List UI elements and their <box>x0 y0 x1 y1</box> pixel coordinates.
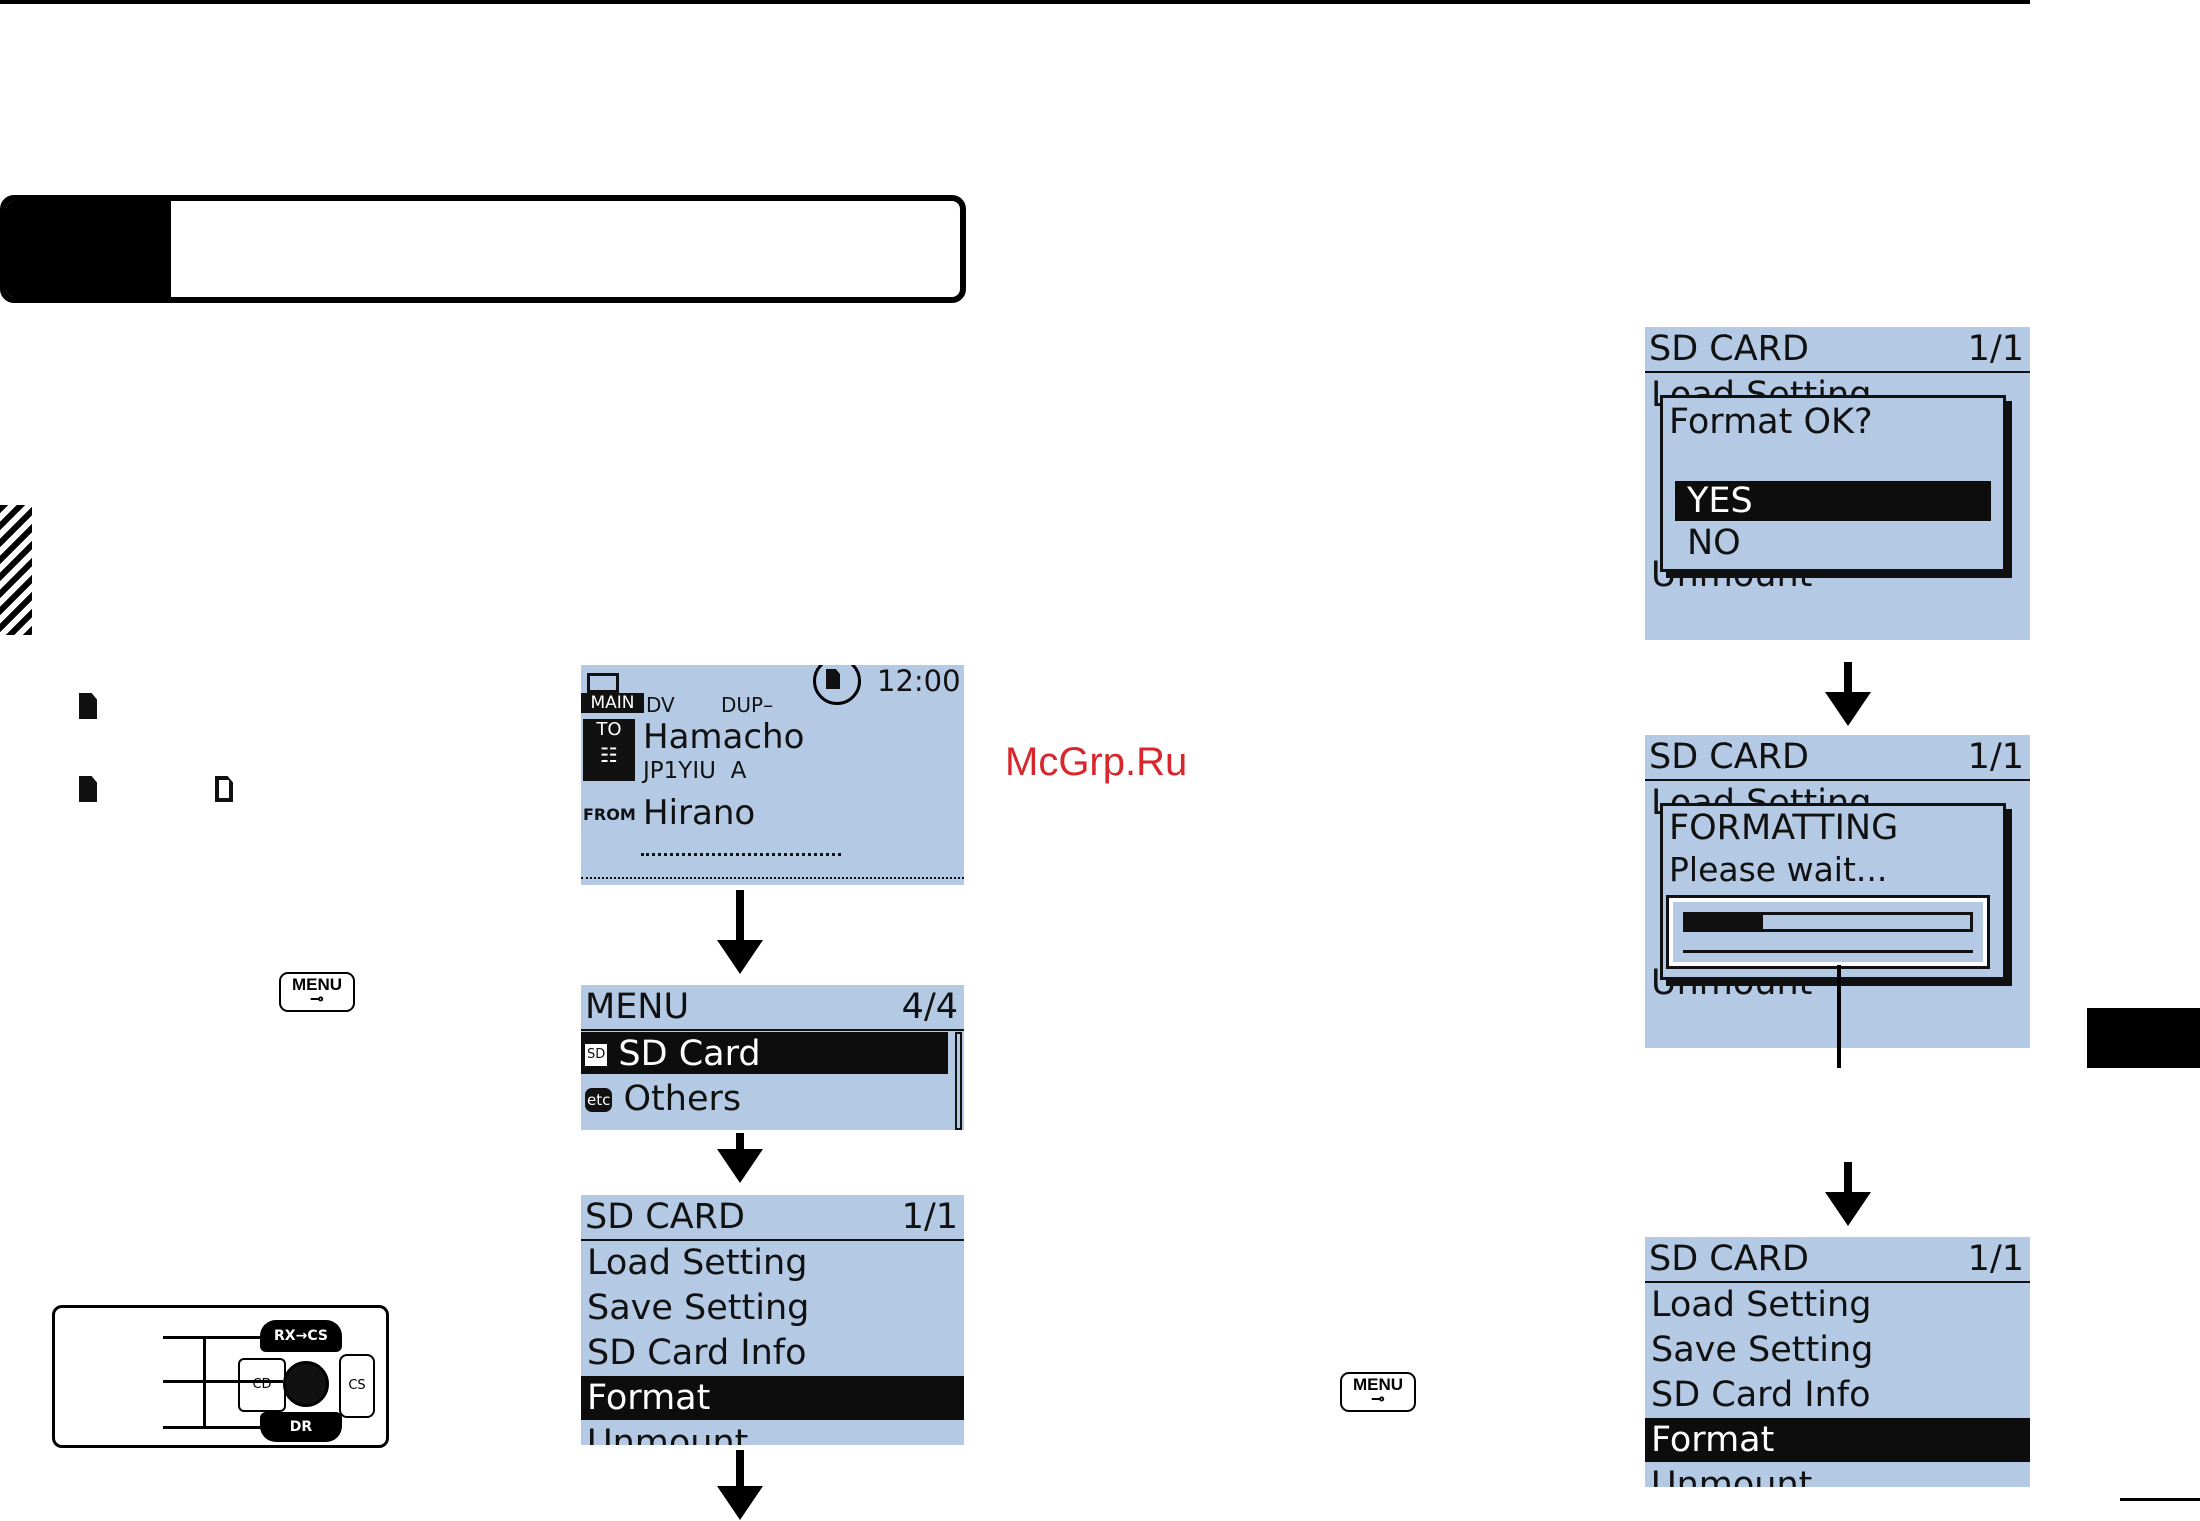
menu-key-icon: MENU ⊸ <box>1340 1372 1416 1412</box>
callout-line-top <box>163 1336 263 1339</box>
to-name-text: Hamacho <box>643 717 805 757</box>
dr-key[interactable]: DR <box>260 1412 342 1442</box>
menu-scrollbar[interactable] <box>955 1032 962 1130</box>
watermark-text: McGrp.Ru <box>1005 740 1188 784</box>
sd-item-sd-card-info[interactable]: SD Card Info <box>587 1333 807 1373</box>
lcd-format-confirm-screen: SD CARD 1/1 Load Setting Unmount Format … <box>1645 327 2030 640</box>
sd-item-load-setting[interactable]: Load Setting <box>587 1243 808 1283</box>
sd-card-page: 1/1 <box>1967 329 2024 369</box>
battery-icon <box>587 673 619 693</box>
sd-card-icon <box>79 776 97 802</box>
sd-badge-icon: SD <box>585 1044 608 1066</box>
to-call-text: JP1YIU A <box>643 758 747 784</box>
sd-card-outline-icon <box>215 776 233 802</box>
formatting-message: Please wait... <box>1669 850 1888 889</box>
menu-key-label: MENU <box>1352 1375 1404 1394</box>
sd-card-highlight-circle <box>813 665 861 705</box>
sd-item-format[interactable]: Format <box>1645 1418 2030 1462</box>
menu-item-label: Others <box>623 1079 742 1119</box>
lcd-menu-screen: MENU 4/4 SD SD Card etc Others <box>581 985 964 1130</box>
top-rule <box>0 0 2030 4</box>
from-name-text: Hirano <box>643 793 756 833</box>
from-label: FROM <box>583 805 636 824</box>
hatched-margin-mark <box>0 505 32 635</box>
sd-card-header: SD CARD 1/1 <box>581 1195 964 1241</box>
callout-line-bottom <box>163 1426 263 1429</box>
dup-text: DUP– <box>721 693 774 717</box>
dotted-separator <box>581 877 964 882</box>
sd-card-page: 1/1 <box>1967 1239 2024 1279</box>
menu-key-sub: ⊸ <box>1371 1391 1385 1408</box>
menu-title: MENU <box>585 987 690 1027</box>
center-joystick-key[interactable] <box>283 1361 329 1407</box>
menu-item-sd-card[interactable]: SD SD Card <box>581 1032 948 1074</box>
dialog-question: Format OK? <box>1669 402 1873 442</box>
cd-key[interactable]: CD <box>238 1358 286 1412</box>
to-badge: TO ☷ <box>583 719 635 781</box>
progress-scale <box>1683 940 1973 953</box>
sd-item-unmount[interactable]: Unmount <box>587 1423 749 1445</box>
dialog-yes-option[interactable]: YES <box>1675 481 1991 521</box>
mode-text: DV <box>646 693 675 717</box>
sd-item-sd-card-info[interactable]: SD Card Info <box>1651 1375 1871 1415</box>
formatting-dialog: FORMATTING Please wait... <box>1660 803 2006 980</box>
sd-item-save-setting[interactable]: Save Setting <box>1651 1330 1874 1370</box>
callout-line-mid <box>163 1380 283 1383</box>
to-label: TO <box>596 719 622 740</box>
lcd-sd-card-screen: SD CARD 1/1 Load Setting Save Setting SD… <box>581 1195 964 1445</box>
sd-card-header: SD CARD 1/1 <box>1645 735 2030 781</box>
lcd-sd-card-screen-final: SD CARD 1/1 Load Setting Save Setting SD… <box>1645 1237 2030 1487</box>
dialog-no-option[interactable]: NO <box>1687 523 1741 563</box>
sd-card-header: SD CARD 1/1 <box>1645 1237 2030 1283</box>
sd-item-load-setting[interactable]: Load Setting <box>1651 1285 1872 1325</box>
sd-item-format[interactable]: Format <box>581 1376 964 1420</box>
lcd-main-screen: 12:00 MAIN DV DUP– TO ☷ Hamacho JP1YIU A… <box>581 665 964 885</box>
menu-key-icon: MENU ⊸ <box>279 972 355 1012</box>
s-meter-scale <box>641 853 841 861</box>
etc-badge-icon: etc <box>585 1088 613 1112</box>
menu-key-sub: ⊸ <box>310 991 324 1008</box>
sd-card-title: SD CARD <box>1649 329 1809 369</box>
progress-bar-fill <box>1686 915 1763 929</box>
progress-bar-track <box>1683 912 1973 932</box>
menu-key-label: MENU <box>291 975 343 994</box>
menu-page: 4/4 <box>901 987 958 1027</box>
rx-cs-key[interactable]: RX→CS <box>260 1320 342 1352</box>
sd-card-page: 1/1 <box>1967 737 2024 777</box>
callout-line-vertical <box>203 1336 206 1428</box>
keypad-diagram: RX→CS DR CD CS <box>52 1305 389 1448</box>
sd-item-save-setting[interactable]: Save Setting <box>587 1288 810 1328</box>
sd-card-title: SD CARD <box>1649 737 1809 777</box>
progress-highlight-box <box>1666 895 1990 969</box>
cs-key[interactable]: CS <box>339 1354 375 1418</box>
page-number-rule <box>2120 1498 2200 1501</box>
sd-card-title: SD CARD <box>1649 1239 1809 1279</box>
menu-item-label: SD Card <box>618 1034 761 1074</box>
menu-header: MENU 4/4 <box>581 985 964 1031</box>
format-confirm-dialog: Format OK? YES NO <box>1660 395 2006 572</box>
menu-item-others[interactable]: etc Others <box>581 1077 948 1121</box>
sd-item-unmount[interactable]: Unmount <box>1651 1465 1813 1487</box>
sd-card-page: 1/1 <box>901 1197 958 1237</box>
sd-card-icon <box>79 693 97 719</box>
sd-card-title: SD CARD <box>585 1197 745 1237</box>
callout-line <box>1837 965 1841 1068</box>
main-band-badge: MAIN <box>581 693 644 713</box>
clock-text: 12:00 <box>877 665 961 698</box>
section-header-tab <box>6 201 171 297</box>
sd-card-header: SD CARD 1/1 <box>1645 327 2030 373</box>
chapter-tab <box>2087 1008 2200 1068</box>
group-icon: ☷ <box>600 743 618 767</box>
section-header-bar <box>0 195 966 303</box>
formatting-title: FORMATTING <box>1669 808 1899 848</box>
